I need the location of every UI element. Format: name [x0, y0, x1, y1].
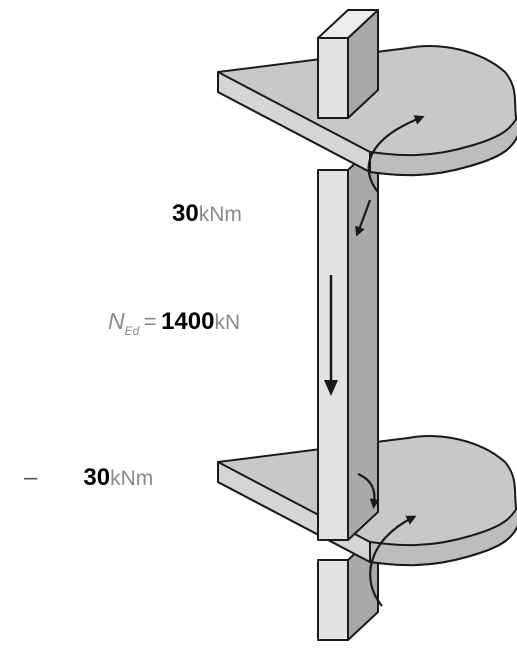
top-moment-label: 30kNm	[172, 202, 242, 226]
top-column-moment-arrow	[355, 199, 372, 237]
bottom-moment-unit: kNm	[110, 467, 154, 490]
axial-symbol: N	[108, 308, 125, 334]
bottom-moment-value: 30	[83, 464, 111, 491]
top-slab-moment-arrow	[367, 115, 425, 193]
axial-load-arrow	[324, 275, 338, 396]
top-moment-unit: kNm	[198, 203, 242, 226]
bottom-moment-sign: –	[24, 464, 38, 491]
axial-unit: kN	[214, 311, 241, 334]
axial-subscript: Ed	[124, 324, 140, 338]
axial-load-label: NEd = 1400kN	[108, 308, 241, 338]
axial-value: 1400	[161, 308, 215, 335]
top-moment-value: 30	[172, 200, 199, 227]
upper-column-stub	[317, 9, 379, 119]
bottom-moment-label: – 30kNm	[24, 466, 153, 490]
bottom-column-moment-arrow	[357, 472, 380, 509]
bottom-slab-moment-arrow	[369, 515, 417, 607]
axial-equals: =	[143, 309, 157, 334]
top-slab	[217, 45, 517, 177]
main-column	[317, 141, 379, 541]
